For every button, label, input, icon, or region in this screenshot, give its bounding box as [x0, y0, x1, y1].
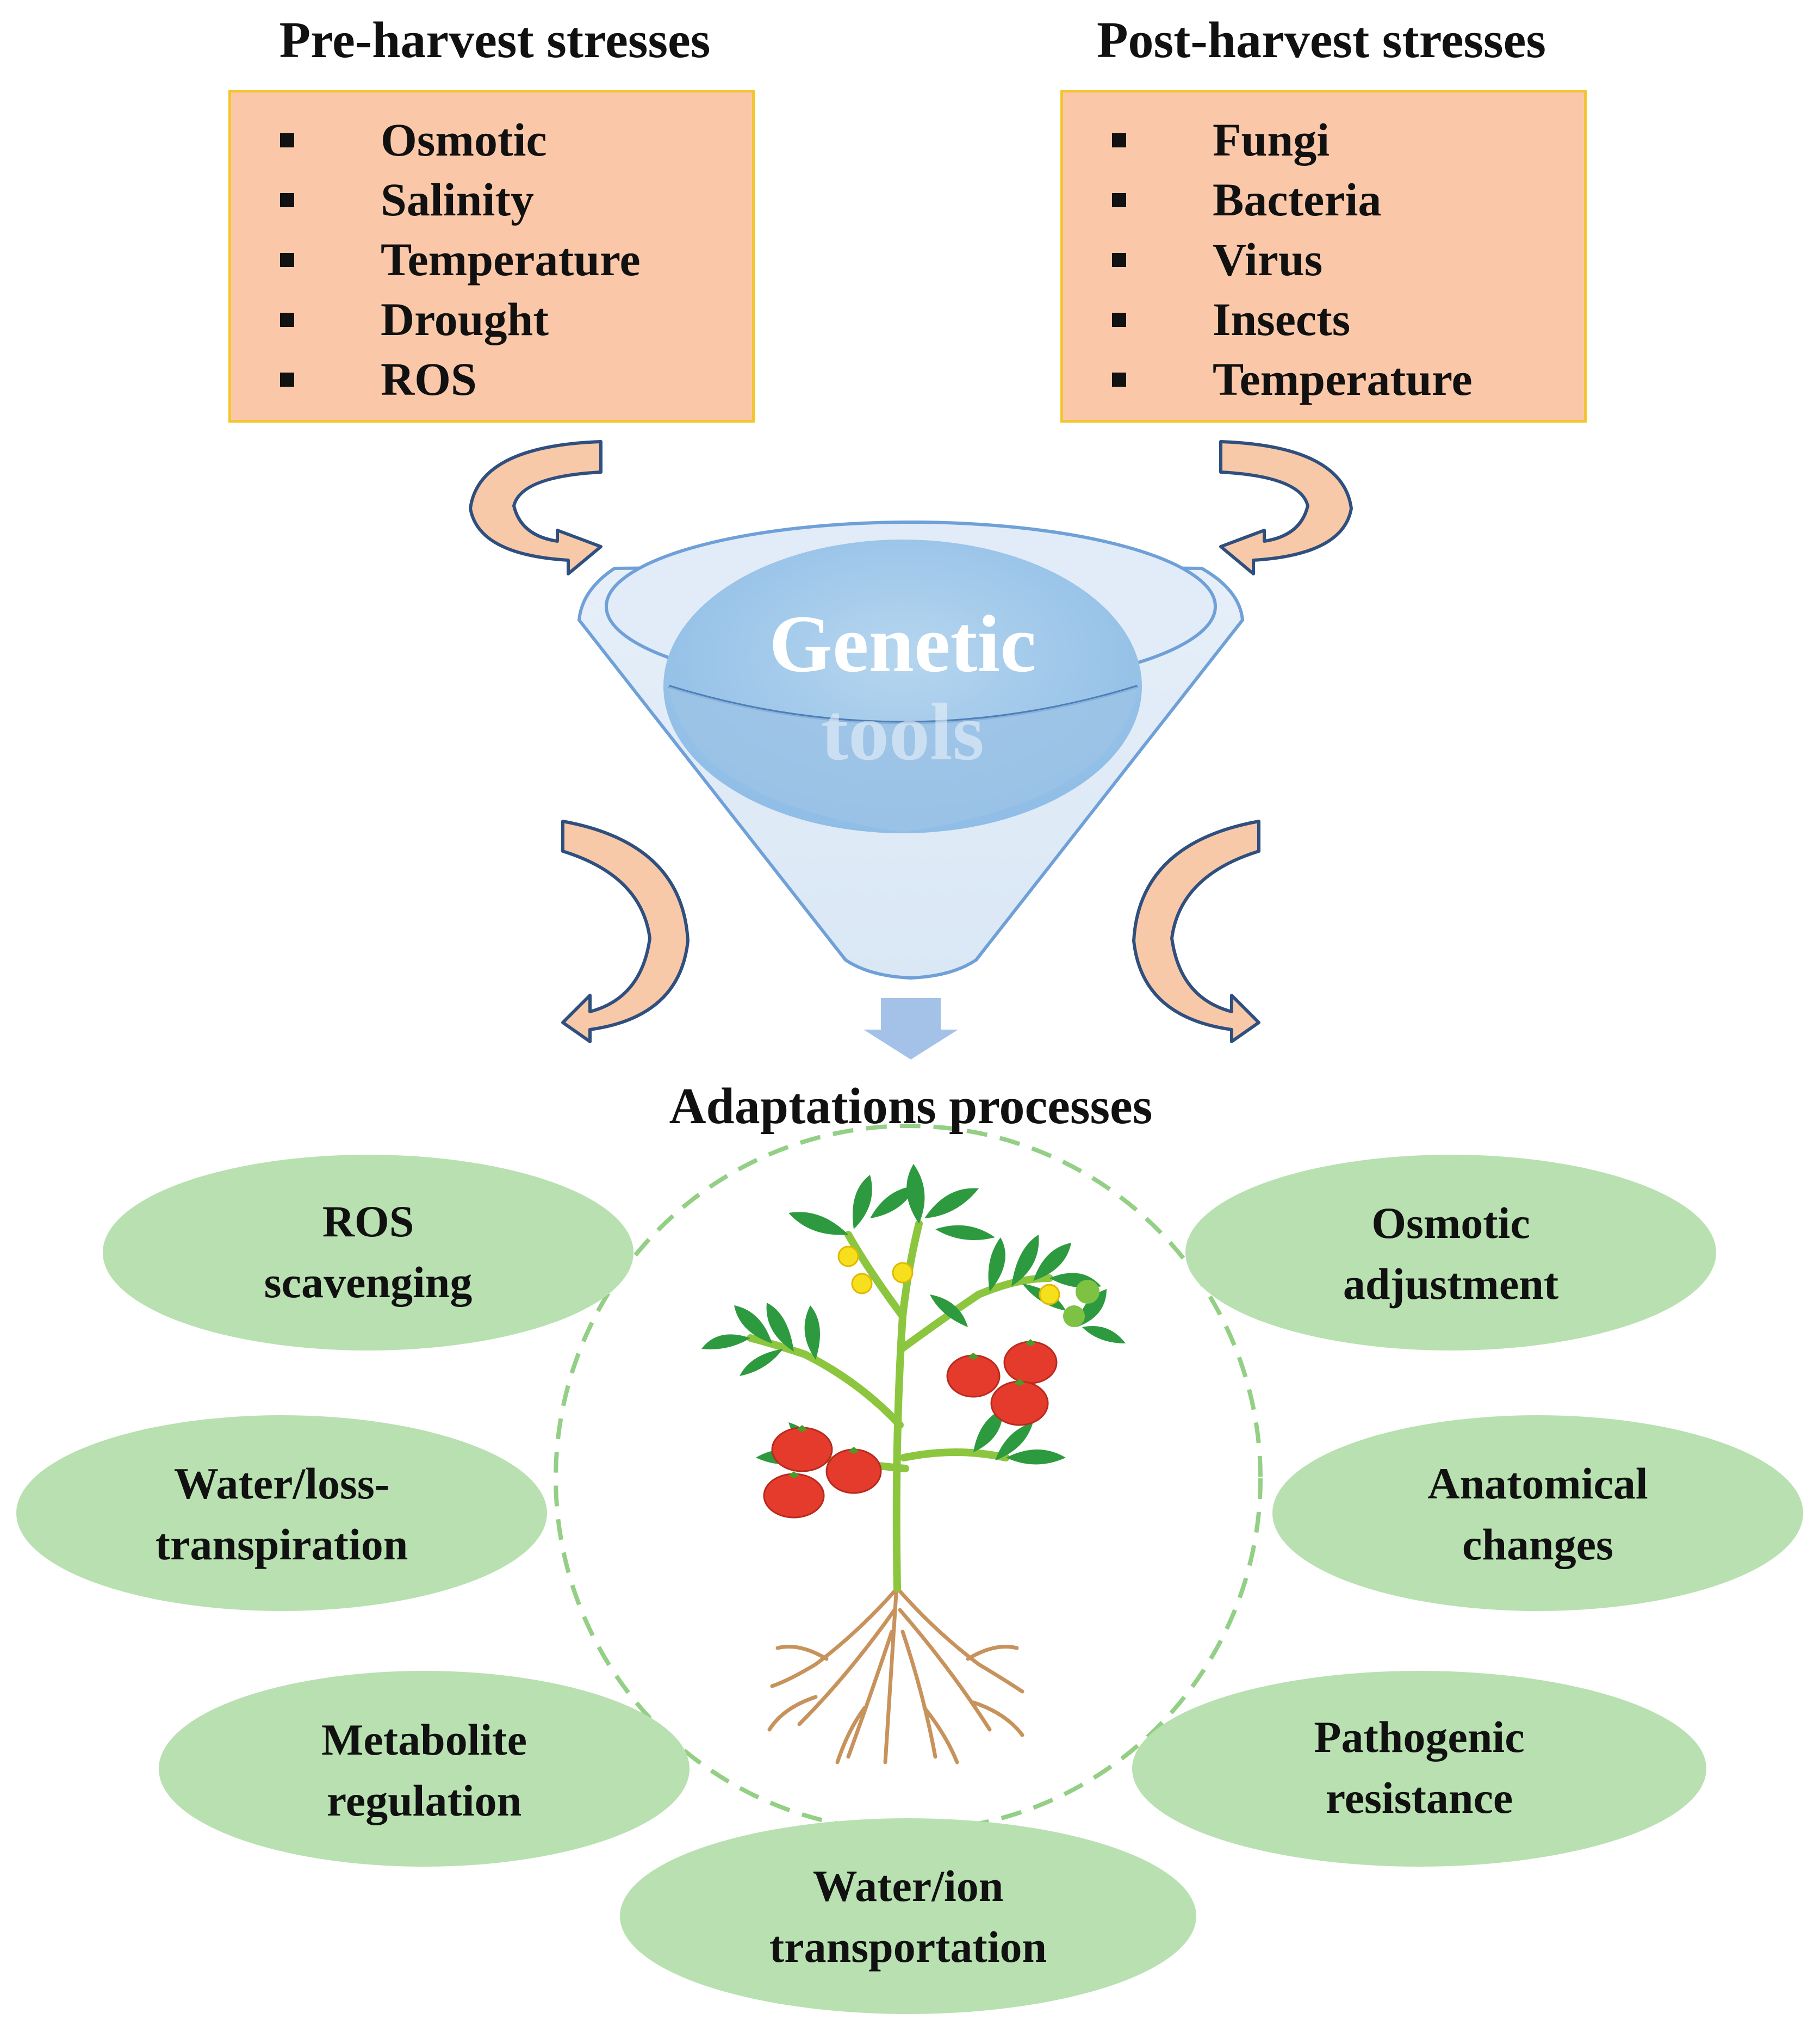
- process-label-osmotic-adjustment: Osmotic adjustment: [1343, 1198, 1559, 1309]
- pre-harvest-title: Pre-harvest stresses: [279, 12, 711, 69]
- pre-harvest-stress-box: Osmotic Salinity Temperature Drought ROS: [228, 90, 755, 423]
- oval-metabolite-regulation: [159, 1671, 690, 1867]
- bullet-icon: [1112, 193, 1126, 207]
- bullet-icon: [1112, 373, 1126, 387]
- bullet-icon: [280, 253, 294, 267]
- process-label-pathogenic-resistance: Pathogenic resistance: [1314, 1712, 1525, 1823]
- process-label-water-ion-transportation: Water/ion transportation: [769, 1861, 1047, 1972]
- down-arrow-icon: [864, 998, 958, 1060]
- curved-arrow-right-output: [1132, 820, 1260, 1043]
- process-label-ros-scavenging: ROS scavenging: [264, 1197, 473, 1307]
- post-harvest-stress-box: Fungi Bacteria Virus Insects Temperature: [1060, 90, 1587, 423]
- post-harvest-title: Post-harvest stresses: [1097, 12, 1546, 69]
- oval-water-loss-transpiration: [16, 1415, 547, 1611]
- adaptations-title: Adaptations processes: [669, 1078, 1153, 1135]
- bullet-icon: [280, 373, 294, 387]
- funnel-icon: [577, 521, 1244, 980]
- oval-ros-scavenging: [103, 1155, 633, 1350]
- oval-pathogenic-resistance: [1132, 1671, 1706, 1867]
- process-label-water-loss-transpiration: Water/loss- transpiration: [155, 1459, 408, 1569]
- bullet-icon: [1112, 313, 1126, 327]
- funnel-label-line2: tools: [821, 687, 984, 777]
- bullet-icon: [1112, 133, 1126, 147]
- bullet-icon: [280, 133, 294, 147]
- tomato-plant-icon: [701, 1164, 1126, 1764]
- curved-arrow-pre-harvest: [469, 440, 602, 575]
- bullet-icon: [1112, 253, 1126, 267]
- oval-osmotic-adjustment: [1185, 1155, 1716, 1350]
- process-ovals: [16, 1155, 1803, 2014]
- bullet-icon: [280, 313, 294, 327]
- bullet-icon: [280, 193, 294, 207]
- process-label-metabolite-regulation: Metabolite regulation: [321, 1715, 527, 1825]
- oval-anatomical-changes: [1272, 1415, 1803, 1611]
- curved-arrow-left-output: [561, 820, 690, 1043]
- funnel-label-line1: Genetic: [769, 599, 1036, 689]
- curved-arrow-post-harvest: [1219, 440, 1353, 575]
- process-label-anatomical-changes: Anatomical changes: [1427, 1459, 1648, 1569]
- oval-water-ion-transportation: [620, 1818, 1196, 2014]
